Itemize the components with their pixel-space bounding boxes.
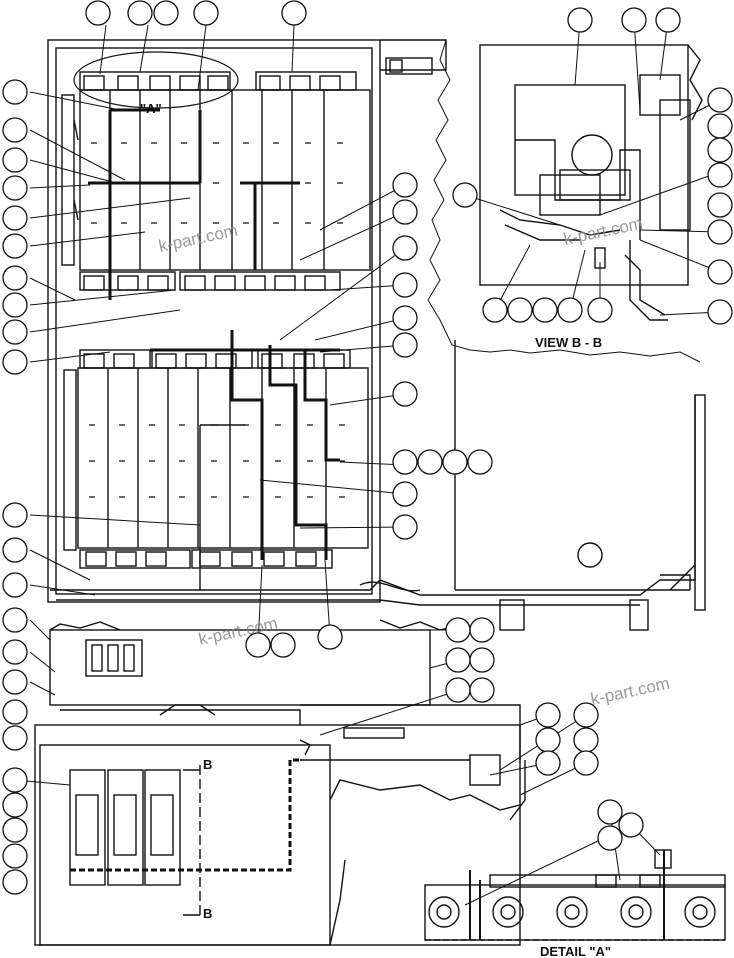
upper-cabinet xyxy=(47,39,701,603)
cabinet-base-rail xyxy=(50,340,706,631)
upper-fuse-bank xyxy=(73,51,371,300)
watermark: k-part.com xyxy=(562,214,644,249)
detail-a-callout-label: "A" xyxy=(140,101,162,116)
lower-switch-box xyxy=(34,619,526,946)
detail-a-title: DETAIL "A" xyxy=(540,944,611,958)
section-b-bottom-label: B xyxy=(203,906,212,921)
view-bb-title: VIEW B - B xyxy=(535,335,602,350)
leader-lines xyxy=(14,19,721,906)
view-bb-panel xyxy=(479,44,703,321)
watermark: k-part.com xyxy=(157,221,239,256)
detail-a xyxy=(424,849,726,941)
watermark: k-part.com xyxy=(589,674,671,709)
lower-fuse-bank xyxy=(77,330,369,590)
callout-balloons xyxy=(2,0,733,895)
section-b-top-label: B xyxy=(203,757,212,772)
